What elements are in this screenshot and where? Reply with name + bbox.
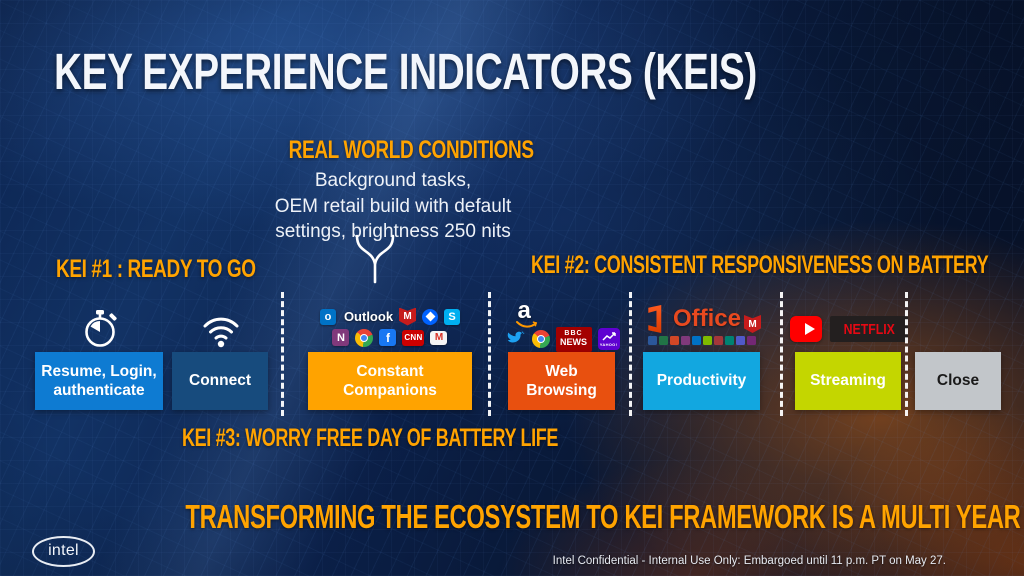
confidential-footer: Intel Confidential - Internal Use Only: …: [552, 555, 946, 567]
stage-resume-login-authenticate: Resume, Login, authenticate: [35, 352, 163, 410]
dashed-separator: [281, 292, 284, 416]
stage-streaming: Streaming: [795, 352, 901, 410]
chrome-icon: [355, 328, 374, 347]
mcafee-icon: M: [399, 307, 417, 326]
dashed-separator: [780, 292, 783, 416]
real-world-conditions-body: Background tasks, OEM retail build with …: [274, 170, 512, 243]
youtube-icon: [790, 316, 822, 342]
productivity-icons: Office M: [640, 300, 765, 350]
kei2-heading: KEI #2: CONSISTENT RESPONSIVENESS ON BAT…: [531, 251, 989, 279]
outlook-icon: o: [319, 308, 336, 325]
skype-icon: S: [444, 308, 461, 325]
stage-connect: Connect: [172, 352, 268, 410]
gmail-icon: M: [430, 330, 448, 345]
facebook-icon: f: [379, 329, 397, 346]
kei1-heading: KEI #1 : READY TO GO: [56, 255, 256, 283]
bottom-headline: TRANSFORMING THE ECOSYSTEM TO KEI FRAMEW…: [185, 498, 1024, 535]
stage-web-browsing: Web Browsing: [508, 352, 615, 410]
cnn-icon: CNN: [402, 329, 425, 346]
intel-logo: intel: [32, 536, 95, 567]
dashed-separator: [488, 292, 491, 416]
dropbox-icon: [422, 308, 439, 325]
dashed-separator: [629, 292, 632, 416]
netflix-icon: NETFLIX: [829, 316, 908, 342]
office-label: Office: [672, 305, 741, 332]
brace-down-icon: [355, 234, 395, 284]
stage-close: Close: [915, 352, 1001, 410]
stopwatch-icon: [75, 306, 125, 350]
yahoo-finance-icon: YAHOO!: [597, 328, 620, 350]
chrome-icon: [531, 330, 550, 348]
office-apps-strip: [648, 336, 757, 345]
page-title: KEY EXPERIENCE INDICATORS (KEIS): [54, 43, 757, 100]
mcafee-icon: M: [744, 315, 761, 333]
kei3-heading: KEI #3: WORRY FREE DAY OF BATTERY LIFE: [182, 424, 559, 452]
dashed-separator: [905, 292, 908, 416]
onenote-icon: N: [332, 329, 350, 346]
stage-productivity: Productivity: [643, 352, 760, 410]
real-world-conditions-heading: REAL WORLD CONDITIONS: [288, 136, 534, 164]
stage-constant-companions: Constant Companions: [308, 352, 472, 410]
office-icon: [648, 305, 662, 333]
constant-companions-icons: o Outlook M S N f CNN M: [306, 303, 474, 351]
amazon-icon: a: [515, 298, 537, 328]
outlook-label: Outlook: [343, 309, 394, 324]
streaming-icons: NETFLIX: [790, 312, 908, 346]
twitter-icon: [507, 330, 524, 343]
wifi-icon: [200, 310, 242, 350]
